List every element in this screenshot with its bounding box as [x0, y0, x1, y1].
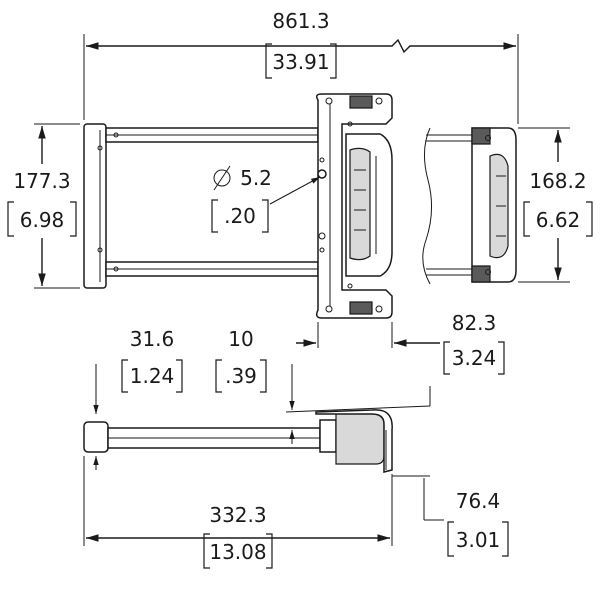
side-view: [83, 409, 393, 473]
hole-diameter-metric: 5.2: [240, 166, 272, 190]
side-length-bracket: [203, 533, 273, 569]
lower-bracket: [349, 301, 373, 315]
dim-handle-depth: [296, 322, 440, 348]
side-length-imperial: 13.08: [209, 540, 266, 564]
dim-frame-height: [34, 123, 80, 289]
break-region: [422, 127, 472, 285]
endcap-height-bracket: [121, 359, 183, 393]
overall-length-bracket: [265, 43, 337, 79]
endcap-height-metric: 31.6: [130, 327, 175, 351]
hole-diameter-bracket: [211, 199, 269, 233]
overall-length-metric: 861.3: [272, 9, 329, 33]
dim-handle-height: [518, 127, 570, 283]
side-handle-profile: [315, 409, 393, 473]
handle-housing-outline: [315, 93, 393, 319]
tube-offset-metric: 10: [228, 327, 253, 351]
upper-bracket: [349, 95, 373, 109]
dim-overall-length: [83, 34, 519, 124]
side-housing: [335, 411, 385, 465]
dim-housing-height: [392, 475, 444, 521]
dim-hole-leader: [213, 165, 321, 205]
handle-height-metric: 168.2: [529, 169, 586, 193]
frame-height-metric: 177.3: [13, 169, 70, 193]
far-handle-bottom-block: [471, 265, 491, 283]
frame-end-cap: [83, 123, 107, 289]
far-handle: [471, 127, 517, 283]
handle-depth-metric: 82.3: [452, 311, 497, 335]
hole-diameter-imperial: .20: [224, 204, 256, 228]
handle-assembly-top: [315, 93, 393, 319]
tube-offset-bracket: [215, 359, 267, 393]
dim-tube-offset: [285, 364, 431, 444]
far-handle-top-block: [471, 127, 491, 145]
dim-side-length: [83, 456, 393, 546]
tube-offset-imperial: .39: [225, 364, 257, 388]
handle-depth-bracket: [443, 341, 505, 375]
housing-height-bracket: [447, 521, 509, 557]
endcap-height-imperial: 1.24: [130, 364, 175, 388]
overall-length-imperial: 33.91: [272, 50, 329, 74]
top-view-frame: [83, 123, 319, 289]
mounting-hole: [317, 169, 327, 179]
housing-height-imperial: 3.01: [456, 528, 501, 552]
grip-pad: [349, 147, 371, 261]
frame-height-bracket: [7, 201, 77, 237]
side-collar: [319, 419, 337, 453]
handle-depth-imperial: 3.24: [452, 346, 497, 370]
housing-height-metric: 76.4: [456, 489, 501, 513]
side-length-metric: 332.3: [209, 503, 266, 527]
handle-height-bracket: [523, 201, 593, 237]
frame-height-imperial: 6.98: [20, 208, 65, 232]
handle-height-imperial: 6.62: [536, 208, 581, 232]
side-end-cap: [83, 421, 109, 453]
